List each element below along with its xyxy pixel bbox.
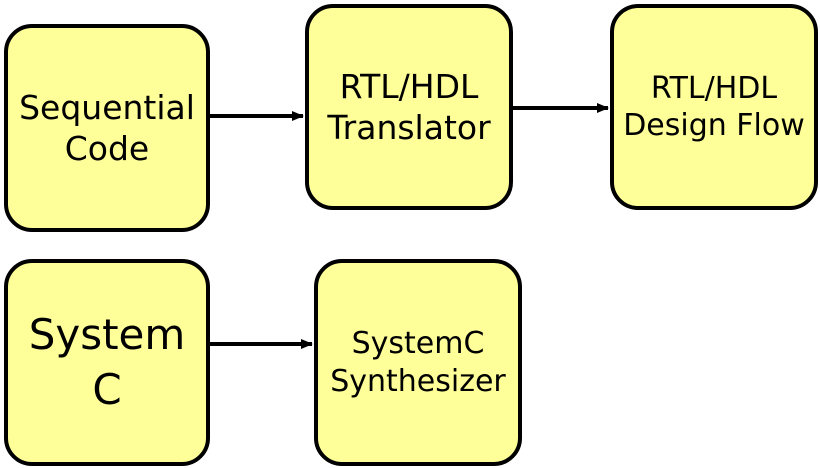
node-rtl-hdl-translator-line1: RTL/HDL (339, 66, 479, 106)
node-sequential-code-line2: Code (64, 129, 150, 168)
node-system-c-line1: System (28, 309, 186, 359)
node-sequential-code-line1: Sequential (19, 87, 195, 127)
node-rtl-hdl-translator-line2: Translator (327, 108, 491, 147)
node-systemc-synthesizer-line2: Synthesizer (330, 363, 506, 399)
node-rtl-hdl-translator: RTL/HDL Translator (305, 4, 513, 210)
node-sequential-code: Sequential Code (4, 24, 210, 232)
node-systemc-synthesizer: SystemC Synthesizer (314, 259, 522, 466)
node-rtl-hdl-design-flow-line1: RTL/HDL (650, 70, 778, 106)
node-systemc-synthesizer-line1: SystemC (351, 326, 485, 361)
node-system-c-line2: C (92, 364, 122, 414)
node-system-c: System C (4, 259, 210, 466)
node-rtl-hdl-design-flow-line2: Design Flow (623, 108, 805, 143)
node-rtl-hdl-design-flow: RTL/HDL Design Flow (610, 4, 818, 210)
